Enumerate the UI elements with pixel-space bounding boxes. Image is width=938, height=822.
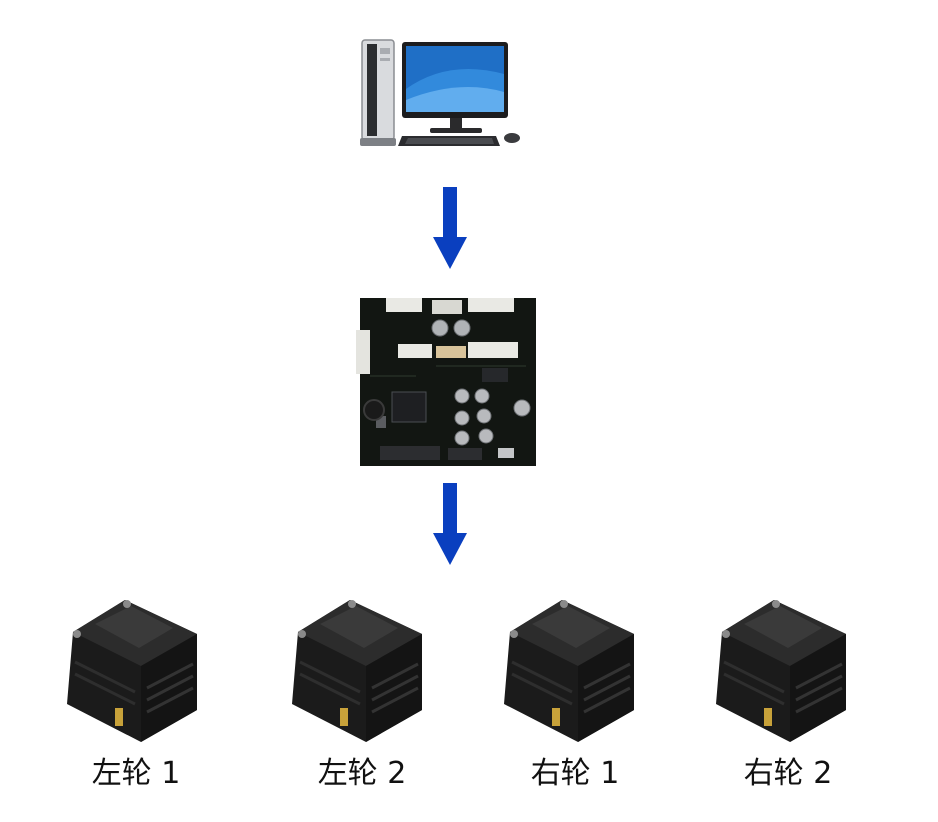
arrow-head [433, 237, 467, 269]
motor-label-right-1: 右轮 1 [530, 756, 620, 791]
servo-motor-icon [55, 592, 209, 744]
motor-label-left-1: 左轮 1 [91, 756, 181, 791]
circuit-board-icon [356, 296, 540, 468]
arrow-head [433, 533, 467, 565]
arrow-shaft [443, 187, 457, 239]
motor-label-right-2: 右轮 2 [743, 756, 833, 791]
motor-label-left-2: 左轮 2 [317, 756, 407, 791]
servo-motor-icon [280, 592, 434, 744]
desktop-computer-icon [358, 34, 528, 152]
arrow-down-icon [433, 483, 467, 567]
servo-motor-icon [704, 592, 858, 744]
arrow-shaft [443, 483, 457, 535]
arrow-down-icon [433, 187, 467, 271]
servo-motor-icon [492, 592, 646, 744]
